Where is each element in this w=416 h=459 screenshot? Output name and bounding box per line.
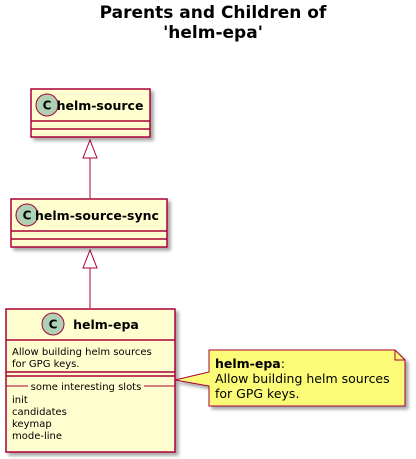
- note-line: for GPG keys.: [215, 386, 299, 401]
- inheritance-arrow-epa-to-sync: [82, 248, 98, 308]
- class-glyph-letter: C: [23, 209, 32, 223]
- slots-header: some interesting slots: [31, 382, 142, 393]
- class-glyph-letter: C: [49, 318, 58, 332]
- note-line: Allow building helm sources: [215, 371, 390, 386]
- diagram-title-line2: 'helm-epa': [163, 23, 263, 43]
- slot-item: keymap: [12, 419, 52, 430]
- class-glyph-letter: C: [43, 99, 52, 113]
- slot-item: candidates: [12, 407, 67, 418]
- note-fold-icon: [394, 350, 405, 361]
- note-helm-epa[interactable]: helm-epa: Allow building helm sources fo…: [174, 349, 406, 407]
- slot-item: init: [12, 395, 28, 406]
- class-helm-source-sync[interactable]: C helm-source-sync: [10, 198, 168, 248]
- note-title: helm-epa:: [215, 356, 285, 371]
- class-name: helm-source: [57, 98, 144, 113]
- class-glyph-icon: [35, 93, 59, 117]
- class-helm-epa[interactable]: C helm-epa Allow building helm sources f…: [5, 308, 176, 453]
- class-doc-line: for GPG keys.: [12, 359, 80, 370]
- class-helm-source[interactable]: C helm-source: [30, 88, 151, 138]
- class-doc-line: Allow building helm sources: [12, 347, 152, 358]
- inheritance-arrow-sync-to-source: [82, 138, 98, 198]
- class-glyph-icon: [15, 203, 39, 227]
- class-glyph-icon: [41, 312, 65, 336]
- class-name: helm-source-sync: [35, 208, 159, 223]
- slot-item: mode-line: [12, 431, 62, 442]
- class-name: helm-epa: [73, 317, 139, 332]
- diagram-title-line1: Parents and Children of: [100, 3, 327, 23]
